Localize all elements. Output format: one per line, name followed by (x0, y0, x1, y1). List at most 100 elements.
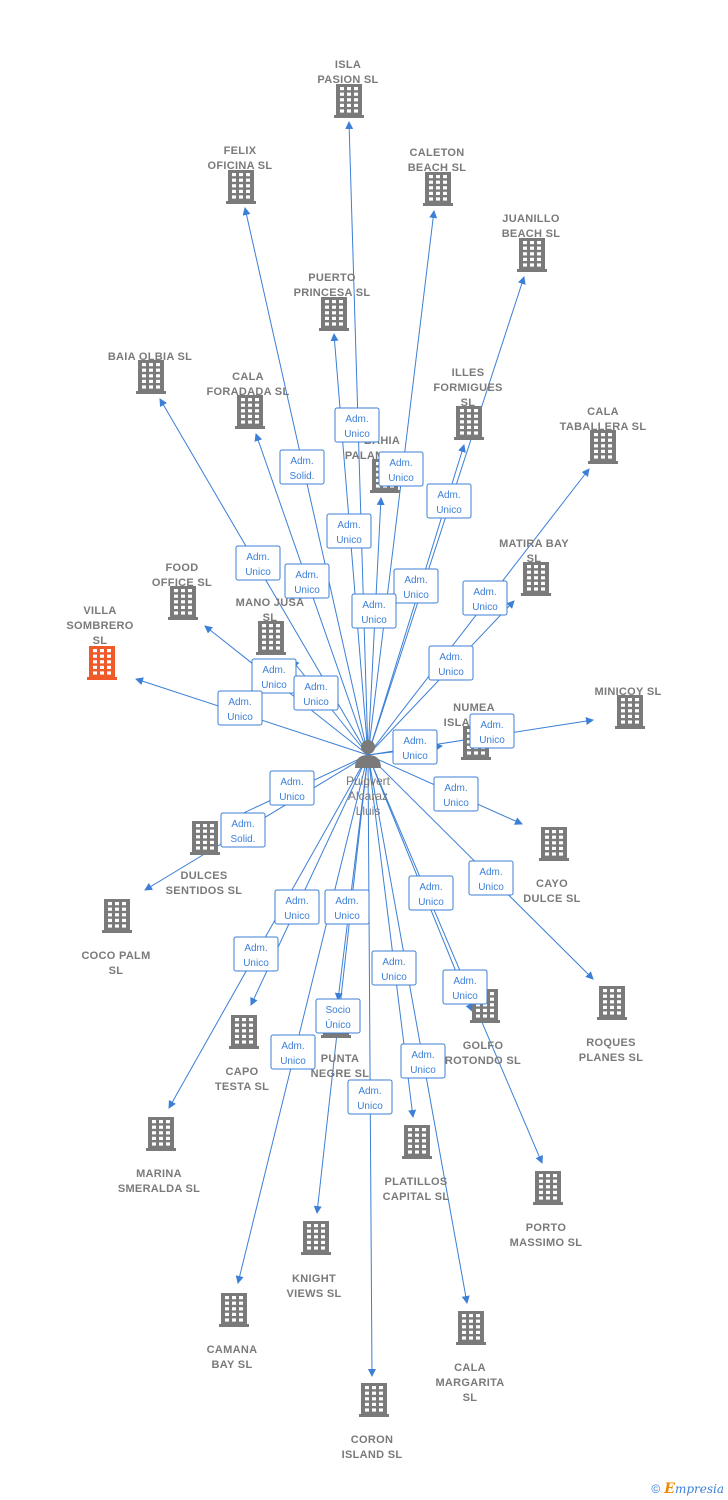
relation-tag-dulces-sentidos[interactable]: Adm.Solid. (220, 812, 266, 848)
relation-tag-box (408, 875, 454, 911)
relation-tag-baia-olbia[interactable]: Adm.Unico (235, 545, 281, 581)
relation-tag-villa-sombrero[interactable]: Adm.Unico (217, 690, 263, 726)
relation-tag-cala-foradada[interactable]: Adm.Unico (284, 563, 330, 599)
relation-tag-box (428, 645, 474, 681)
relation-tag-matira-bay[interactable]: Adm.Unico (428, 645, 474, 681)
relation-tag-mano-jusa[interactable]: Adm.Unico (293, 675, 339, 711)
relation-tag-marina-smeralda[interactable]: Adm.Unico (233, 936, 279, 972)
relation-tag-text: Unico (245, 567, 271, 578)
building-icon (219, 1293, 249, 1327)
relation-tag-food-office[interactable]: Adm.Unico (251, 658, 297, 694)
relation-tag-cala-taballera[interactable]: Adm.Unico (462, 580, 508, 616)
building-icon (190, 821, 220, 855)
building-icon (402, 1125, 432, 1159)
relation-tag-text: Unico (472, 602, 498, 613)
relation-tag-golfo-rotondo[interactable]: Adm.Unico (408, 875, 454, 911)
relation-tag-punta-negre[interactable]: Adm.Unico (324, 889, 370, 925)
relation-tag-box (347, 1079, 393, 1115)
relation-tag-text: Adm. (358, 1086, 381, 1097)
relation-tag-box (468, 860, 514, 896)
company-label: GOLFO (463, 1040, 504, 1052)
company-node-minicoy[interactable]: MINICOY SL (595, 686, 662, 729)
relation-tag-capo-testa[interactable]: Adm.Unico (274, 889, 320, 925)
relation-tag-isla-pasion[interactable]: Adm.Unico (334, 407, 380, 443)
relation-tag-camana-bay[interactable]: Adm.Unico (270, 1034, 316, 1070)
relation-tag-illes-formigues[interactable]: Adm.Unico (393, 568, 439, 604)
relation-tag-coco-palm[interactable]: Adm.Unico (269, 770, 315, 806)
relation-tag-platillos-capital[interactable]: Adm.Unico (371, 950, 417, 986)
relation-tag-box (426, 483, 472, 519)
relation-tag-caleton-beach[interactable]: Adm.Unico (378, 451, 424, 487)
tags-layer: Adm.UnicoAdm.Solid.Adm.UnicoAdm.UnicoAdm… (217, 407, 515, 1115)
relation-tag-text: Adm. (437, 490, 460, 501)
relation-tag-felix-oficina[interactable]: Adm.Solid. (279, 449, 325, 485)
edge-cala-margarita (367, 754, 470, 1304)
company-label: DULCE SL (523, 893, 580, 905)
relation-tag-text: Solid. (230, 834, 255, 845)
relation-tag-coron-island[interactable]: Adm.Unico (347, 1079, 393, 1115)
company-label: SL (263, 612, 278, 624)
relation-tag-text: Adm. (295, 570, 318, 581)
relation-tag-numea-island[interactable]: Adm.Unico (392, 729, 438, 765)
company-label: MANO JUSA (236, 597, 305, 609)
person-label: Lluis (356, 804, 381, 818)
company-label: SL (463, 1392, 478, 1404)
relation-tag-cayo-dulce[interactable]: Adm.Unico (433, 776, 479, 812)
relation-tag-juanillo-beach[interactable]: Adm.Unico (426, 483, 472, 519)
building-icon (168, 586, 198, 620)
company-label: PLATILLOS (385, 1176, 448, 1188)
relation-tag-text: Unico (227, 712, 253, 723)
building-icon (359, 1383, 389, 1417)
relation-tag-text: Unico (438, 667, 464, 678)
building-icon (229, 1015, 259, 1049)
relation-tag-porto-massimo[interactable]: Adm.Unico (442, 969, 488, 1005)
relation-tag-bahia-palamos[interactable]: Adm.Unico (351, 593, 397, 629)
company-node-mano-jusa[interactable]: MANO JUSA SL (236, 597, 305, 655)
relation-tag-box (270, 1034, 316, 1070)
company-label: NUMEA (453, 702, 495, 714)
relation-tag-text: Unico (418, 897, 444, 908)
relation-tag-box (351, 593, 397, 629)
relation-tag-puerto-princesa[interactable]: Adm.Unico (326, 513, 372, 549)
relation-tag-text: Adm. (362, 600, 385, 611)
building-icon (454, 406, 484, 440)
relation-tag-roques-planes[interactable]: Adm.Unico (468, 860, 514, 896)
relation-tag-box (274, 889, 320, 925)
building-icon (456, 1311, 486, 1345)
company-node-baia-olbia[interactable]: BAIA OLBIA SL (108, 351, 192, 394)
relation-tag-minicoy[interactable]: Adm.Unico (469, 713, 515, 749)
person-label: Puigvert (346, 774, 391, 788)
company-label: OFICINA SL (208, 160, 273, 172)
relation-tag-box (233, 936, 279, 972)
company-label: CALA (454, 1362, 486, 1374)
relation-tag-cala-margarita[interactable]: Adm.Unico (400, 1043, 446, 1079)
company-label: PUERTO (308, 272, 356, 284)
company-label: SOMBRERO (66, 620, 133, 632)
relation-tag-text: Unico (344, 429, 370, 440)
